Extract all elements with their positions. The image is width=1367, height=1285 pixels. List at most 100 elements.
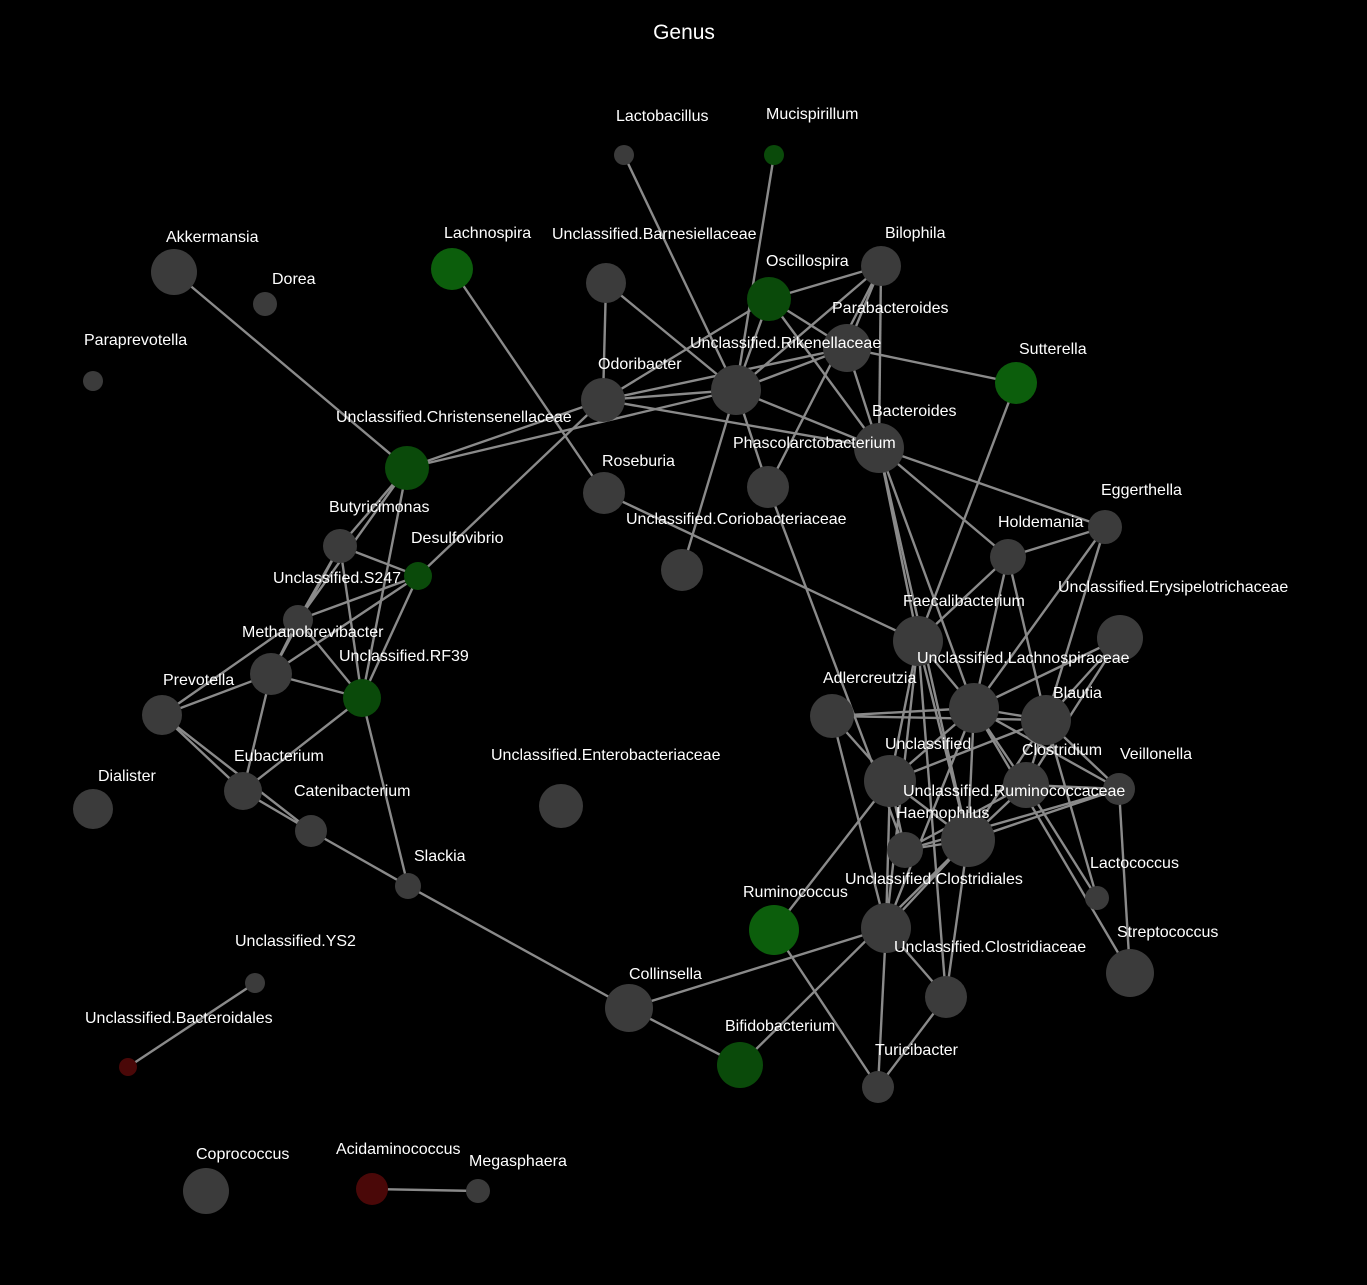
- node-Clostridiales[interactable]: [861, 903, 911, 953]
- edge-Parabacteroides-Sutterella: [846, 346, 1017, 385]
- node-Streptococcus[interactable]: [1106, 949, 1154, 997]
- node-label-Mucispirillum: Mucispirillum: [766, 106, 858, 123]
- node-Roseburia[interactable]: [583, 472, 625, 514]
- edge-Eggerthella-Lachnospiraceae: [973, 526, 1106, 709]
- edge-Odoribacter-Desulfovibrio: [417, 399, 604, 577]
- node-Lactococcus[interactable]: [1085, 886, 1109, 910]
- node-Odoribacter[interactable]: [581, 378, 625, 422]
- node-label-Faecalibacterium: Faecalibacterium: [903, 593, 1025, 610]
- edge-Lachnospiraceae-Veillonella: [973, 706, 1120, 791]
- node-YS2[interactable]: [245, 973, 265, 993]
- node-label-Methanobrevibacter: Methanobrevibacter: [242, 624, 384, 641]
- node-Oscillospira[interactable]: [747, 277, 791, 321]
- node-label-Roseburia: Roseburia: [602, 453, 675, 470]
- node-label-Eubacterium: Eubacterium: [234, 748, 324, 765]
- node-Clostridiaceae[interactable]: [925, 976, 967, 1018]
- node-label-Unclassified: Unclassified: [885, 736, 971, 753]
- node-label-S247: Unclassified.S247: [273, 570, 401, 587]
- node-Eubacterium[interactable]: [224, 772, 262, 810]
- node-Turicibacter[interactable]: [862, 1071, 894, 1103]
- edge-Mucispirillum-Rikenellaceae: [734, 154, 776, 391]
- node-Haemophilus[interactable]: [941, 813, 995, 867]
- node-label-Eggerthella: Eggerthella: [1101, 482, 1182, 499]
- node-label-Coprococcus: Coprococcus: [196, 1146, 289, 1163]
- edge-Oscillospira-Bacteroides: [768, 298, 880, 449]
- node-label-Bilophila: Bilophila: [885, 225, 946, 242]
- node-Christensenellaceae[interactable]: [385, 446, 429, 490]
- node-Desulfovibrio[interactable]: [404, 562, 432, 590]
- node-Methanobrevibacter[interactable]: [250, 653, 292, 695]
- node-Bacteroidales[interactable]: [119, 1058, 137, 1076]
- node-Collinsella[interactable]: [605, 984, 653, 1032]
- edge-Akkermansia-Christensenellaceae: [173, 271, 408, 469]
- node-Ruminococcaceae[interactable]: [887, 832, 923, 868]
- node-Acidaminococcus[interactable]: [356, 1173, 388, 1205]
- node-label-Acidaminococcus: Acidaminococcus: [336, 1141, 461, 1158]
- node-Akkermansia[interactable]: [151, 249, 197, 295]
- node-label-Haemophilus: Haemophilus: [896, 805, 989, 822]
- node-Lachnospiraceae[interactable]: [949, 683, 999, 733]
- node-Parabacteroides[interactable]: [823, 324, 871, 372]
- node-Veillonella[interactable]: [1103, 773, 1135, 805]
- node-RF39[interactable]: [343, 679, 381, 717]
- edge-Rikenellaceae-Bacteroides: [735, 388, 880, 450]
- node-Dorea[interactable]: [253, 292, 277, 316]
- node-Dialister[interactable]: [73, 789, 113, 829]
- node-S247[interactable]: [283, 605, 313, 635]
- edge-RF39-Slackia: [360, 697, 410, 887]
- node-Catenibacterium[interactable]: [295, 815, 327, 847]
- node-Bilophila[interactable]: [861, 246, 901, 286]
- edge-Eggerthella-Blautia: [1044, 526, 1107, 721]
- node-label-Rikenellaceae: Unclassified.Rikenellaceae: [690, 335, 881, 352]
- node-Adlercreutzia[interactable]: [810, 694, 854, 738]
- node-Unclassified[interactable]: [864, 755, 916, 807]
- node-Erysipelotrichaceae[interactable]: [1097, 615, 1143, 661]
- node-Megasphaera[interactable]: [466, 1179, 490, 1203]
- node-Prevotella[interactable]: [142, 695, 182, 735]
- node-Clostridium[interactable]: [1003, 762, 1049, 808]
- node-label-Bifidobacterium: Bifidobacterium: [725, 1018, 835, 1035]
- node-label-Dorea: Dorea: [272, 271, 316, 288]
- edge-Ruminococcaceae-Veillonella: [904, 787, 1120, 852]
- node-Barnesiellaceae[interactable]: [586, 263, 626, 303]
- node-Eggerthella[interactable]: [1088, 510, 1122, 544]
- edge-Odoribacter-Bacteroides: [602, 398, 880, 450]
- node-Holdemania[interactable]: [990, 539, 1026, 575]
- node-Sutterella[interactable]: [995, 362, 1037, 404]
- node-label-Sutterella: Sutterella: [1019, 341, 1087, 358]
- node-Phascolarctobacterium[interactable]: [747, 466, 789, 508]
- node-label-Prevotella: Prevotella: [163, 672, 234, 689]
- edge-Bacteroides-Lachnospiraceae: [877, 447, 976, 709]
- node-label-Streptococcus: Streptococcus: [1117, 924, 1218, 941]
- node-Faecalibacterium[interactable]: [893, 616, 943, 666]
- node-Enterobacteriaceae[interactable]: [539, 784, 583, 828]
- node-Bifidobacterium[interactable]: [717, 1042, 763, 1088]
- node-label-Veillonella: Veillonella: [1120, 746, 1192, 763]
- edge-Ruminococcus-Turicibacter: [772, 929, 880, 1088]
- node-label-Adlercreutzia: Adlercreutzia: [823, 670, 916, 687]
- node-label-Ruminococcus: Ruminococcus: [743, 884, 848, 901]
- edge-Lactobacillus-Rikenellaceae: [622, 154, 738, 391]
- edge-Rikenellaceae-Coriobacteriaceae: [680, 389, 738, 571]
- node-Lachnospira[interactable]: [431, 248, 473, 290]
- edge-Holdemania-Lachnospiraceae: [972, 556, 1010, 709]
- node-Butyricimonas[interactable]: [323, 529, 357, 563]
- node-Blautia[interactable]: [1021, 695, 1071, 745]
- node-Paraprevotella[interactable]: [83, 371, 103, 391]
- node-Mucispirillum[interactable]: [764, 145, 784, 165]
- edge-Lachnospiraceae-Clostridiales: [884, 707, 976, 929]
- node-Rikenellaceae[interactable]: [711, 365, 761, 415]
- edge-Barnesiellaceae-Rikenellaceae: [605, 282, 737, 391]
- edge-Acidaminococcus-Megasphaera: [371, 1187, 479, 1193]
- diagram-title: Genus: [653, 21, 715, 44]
- node-Lactobacillus[interactable]: [614, 145, 634, 165]
- node-Coprococcus[interactable]: [183, 1168, 229, 1214]
- node-Slackia[interactable]: [395, 873, 421, 899]
- node-Bacteroides[interactable]: [854, 423, 904, 473]
- node-label-Bacteroides: Bacteroides: [872, 403, 957, 420]
- node-Ruminococcus[interactable]: [749, 905, 799, 955]
- node-label-Bacteroidales: Unclassified.Bacteroidales: [85, 1010, 273, 1027]
- node-label-Butyricimonas: Butyricimonas: [329, 499, 429, 516]
- node-Coriobacteriaceae[interactable]: [661, 549, 703, 591]
